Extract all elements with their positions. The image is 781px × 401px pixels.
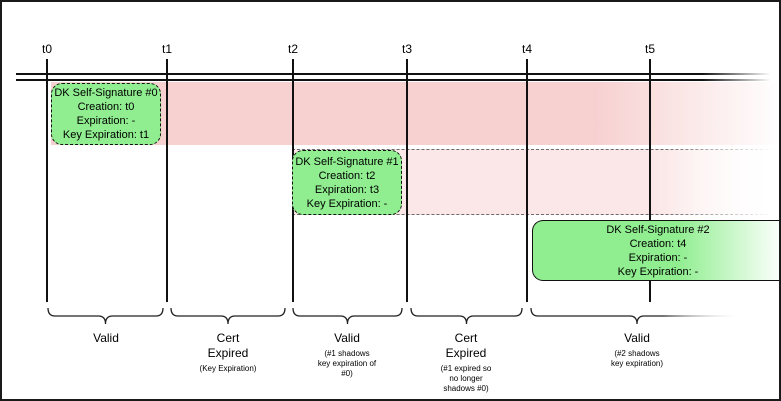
period-valid-t0-t1-status: Valid: [93, 331, 119, 345]
period-cert-expired-t1-t2-note: (Key Expiration): [199, 364, 257, 373]
tick-label-t5: t5: [644, 42, 656, 56]
signature-2-expiration: Expiration: -: [628, 251, 688, 264]
band-signature-1-bottom-edge: [292, 214, 779, 215]
signature-2-creation: Creation: t4: [629, 237, 687, 250]
signature-0-box[interactable]: DK Self-Signature #0 Creation: t0 Expirati…: [51, 83, 161, 145]
signature-1-creation: Creation: t2: [318, 169, 376, 182]
period-cert-expired-t3-t4-brace: [410, 307, 523, 329]
tick-label-t4: t4: [521, 42, 533, 56]
period-valid-t2-t3-label: Valid (#1 shadows key expiration of #0): [257, 331, 437, 379]
tick-mark-t3: [406, 59, 408, 81]
signature-1-expiration: Expiration: t3: [314, 183, 380, 196]
period-cert-expired-t1-t2-status: Cert Expired: [207, 331, 249, 360]
timeline-axis-lower: [16, 79, 779, 81]
period-cert-expired-t1-t2-brace: [170, 307, 286, 329]
period-cert-expired-t3-t4-status: Cert Expired: [445, 331, 487, 360]
period-valid-t4-end-label: Valid (#2 shadows key expiration): [547, 331, 727, 369]
tick-label-t2: t2: [287, 42, 299, 56]
timeline-axis-fade: [702, 73, 779, 81]
signature-0-title: DK Self-Signature #0: [54, 87, 158, 99]
time-gridline-t0: [46, 81, 48, 302]
period-cert-expired-t3-t4-note: (#1 expired so no longer shadows #0): [440, 364, 492, 393]
period-cert-expired-t3-t4-label: Cert Expired (#1 expired so no longer sha…: [376, 331, 556, 394]
period-valid-t0-t1-brace: [47, 307, 164, 329]
signature-0-creation: Creation: t0: [77, 101, 135, 113]
band-signature-0: [51, 82, 779, 145]
tick-label-t0: t0: [41, 42, 53, 56]
signature-2-key-expiration: Key Expiration: -: [617, 265, 699, 278]
band-signature-1-fade: [663, 149, 779, 215]
time-gridline-t5: [649, 81, 651, 302]
signature-0-expiration: Expiration: -: [76, 115, 136, 127]
tick-label-t1: t1: [161, 42, 173, 56]
period-valid-t2-t3-brace: [292, 307, 403, 329]
time-gridline-t3: [406, 81, 408, 302]
tick-mark-t5: [649, 59, 651, 81]
period-valid-t4-end-status: Valid: [624, 331, 650, 345]
band-signature-1-top-edge: [292, 149, 779, 150]
signature-1-title: DK Self-Signature #1: [295, 155, 399, 168]
tick-mark-t1: [166, 59, 168, 81]
period-valid-t2-t3-status: Valid: [334, 331, 360, 345]
tick-mark-t4: [526, 59, 528, 81]
signature-2-title: DK Self-Signature #2: [606, 223, 710, 236]
period-valid-t4-end-brace: [530, 307, 744, 329]
period-valid-t0-t1-label: Valid: [16, 331, 196, 346]
time-gridline-t1: [166, 81, 168, 302]
signature-0-key-expiration: Key Expiration: t1: [62, 129, 150, 141]
tick-mark-t0: [46, 59, 48, 81]
tick-mark-t2: [292, 59, 294, 81]
timeline-axis-upper: [16, 73, 779, 75]
period-valid-t2-t3-note: (#1 shadows key expiration of #0): [317, 349, 377, 378]
period-cert-expired-t1-t2-label: Cert Expired (Key Expiration): [138, 331, 318, 374]
tick-label-t3: t3: [401, 42, 413, 56]
signature-1-key-expiration: Key Expiration: -: [306, 197, 388, 210]
time-gridline-t4: [526, 81, 528, 302]
period-valid-t4-end-note: (#2 shadows key expiration): [610, 349, 664, 368]
